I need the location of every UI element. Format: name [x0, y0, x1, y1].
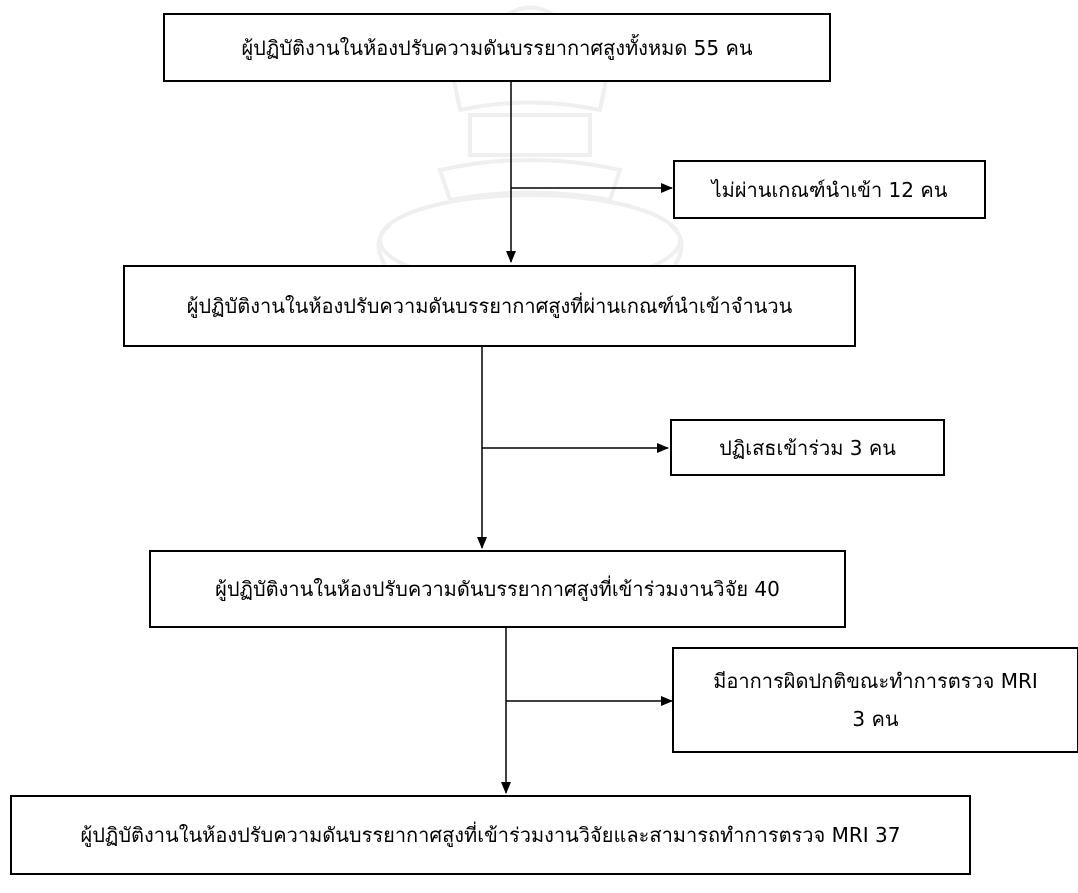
declined-box: ปฏิเสธเข้าร่วม 3 คน [670, 419, 945, 476]
exclusion-criteria-text: ไม่ผ่านเกณฑ์นำเข้า 12 คน [711, 177, 948, 202]
mri-abnormal-text: มีอาการผิดปกติขณะทำการตรวจ MRI [713, 669, 1038, 693]
enrolled-participants-text: ผู้ปฏิบัติงานในห้องปรับความดันบรรยากาศสู… [215, 577, 780, 601]
exclusion-criteria-box: ไม่ผ่านเกณฑ์นำเข้า 12 คน [673, 160, 986, 219]
total-participants-box: ผู้ปฏิบัติงานในห้องปรับความดันบรรยากาศสู… [163, 13, 831, 82]
mri-abnormal-box: มีอาการผิดปกติขณะทำการตรวจ MRI 3 คน [672, 647, 1078, 753]
eligible-participants-text: ผู้ปฏิบัติงานในห้องปรับความดันบรรยากาศสู… [186, 294, 793, 318]
final-participants-text: ผู้ปฏิบัติงานในห้องปรับความดันบรรยากาศสู… [80, 823, 901, 847]
declined-text: ปฏิเสธเข้าร่วม 3 คน [719, 435, 896, 460]
enrolled-participants-box: ผู้ปฏิบัติงานในห้องปรับความดันบรรยากาศสู… [149, 550, 846, 628]
total-participants-text: ผู้ปฏิบัติงานในห้องปรับความดันบรรยากาศสู… [241, 35, 753, 60]
mri-abnormal-count: 3 คน [852, 707, 899, 731]
final-participants-box: ผู้ปฏิบัติงานในห้องปรับความดันบรรยากาศสู… [10, 795, 971, 875]
eligible-participants-box: ผู้ปฏิบัติงานในห้องปรับความดันบรรยากาศสู… [123, 265, 856, 347]
